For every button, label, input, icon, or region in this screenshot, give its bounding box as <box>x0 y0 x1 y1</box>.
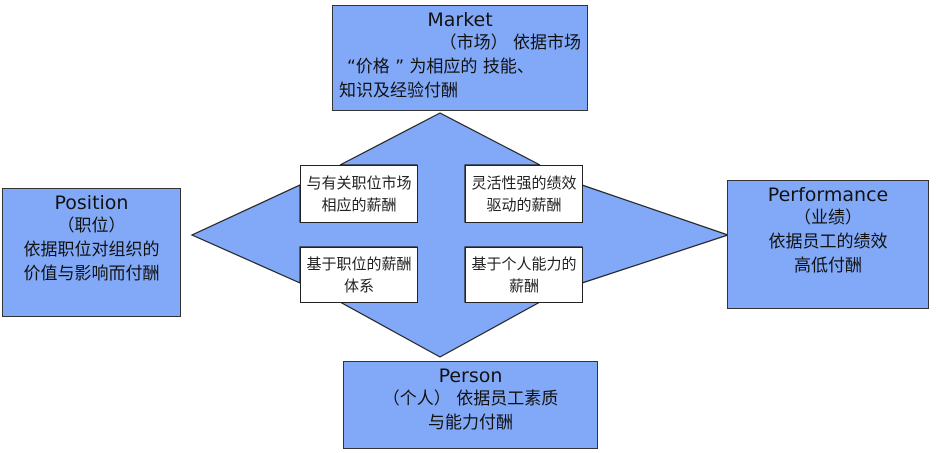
market-line: （市场） 依据市场 <box>439 33 581 53</box>
market-title: Market <box>427 9 493 31</box>
quadrant-top-right: 灵活性强的绩效驱动的薪酬 <box>465 165 583 223</box>
quadrant-text: 基于职位的薪酬体系 <box>306 255 412 295</box>
position-line: 依据职位对组织的 <box>23 240 160 260</box>
performance-box: Performance （业绩） 依据员工的绩效 高低付酬 <box>727 180 929 309</box>
market-line: “价格 ” 为相应的 技能、 <box>347 57 534 77</box>
position-box: Position （职位） 依据职位对组织的 价值与影响而付酬 <box>2 188 181 317</box>
person-line: 与能力付酬 <box>428 413 513 433</box>
person-title: Person <box>438 365 503 387</box>
person-box: Person （个人） 依据员工素质 与能力付酬 <box>343 361 598 449</box>
quadrant-top-left: 与有关职位市场相应的薪酬 <box>300 165 418 223</box>
performance-line: 依据员工的绩效 <box>768 232 888 252</box>
person-line: （个人） 依据员工素质 <box>382 389 559 409</box>
market-line: 知识及经验付酬 <box>339 81 458 101</box>
quadrant-text: 灵活性强的绩效驱动的薪酬 <box>471 174 577 214</box>
position-title: Position <box>54 192 129 214</box>
performance-line: 高低付酬 <box>794 256 862 276</box>
market-box: Market （市场） 依据市场 “价格 ” 为相应的 技能、 知识及经验付酬 <box>332 5 588 111</box>
performance-title: Performance <box>767 184 889 206</box>
quadrant-text: 基于个人能力的薪酬 <box>471 255 577 295</box>
performance-line: （业绩） <box>794 208 862 228</box>
quadrant-bottom-left: 基于职位的薪酬体系 <box>300 247 418 303</box>
position-line: （职位） <box>57 216 126 236</box>
quadrant-text: 与有关职位市场相应的薪酬 <box>306 174 412 214</box>
quadrant-bottom-right: 基于个人能力的薪酬 <box>465 247 583 303</box>
position-line: 价值与影响而付酬 <box>23 264 160 284</box>
